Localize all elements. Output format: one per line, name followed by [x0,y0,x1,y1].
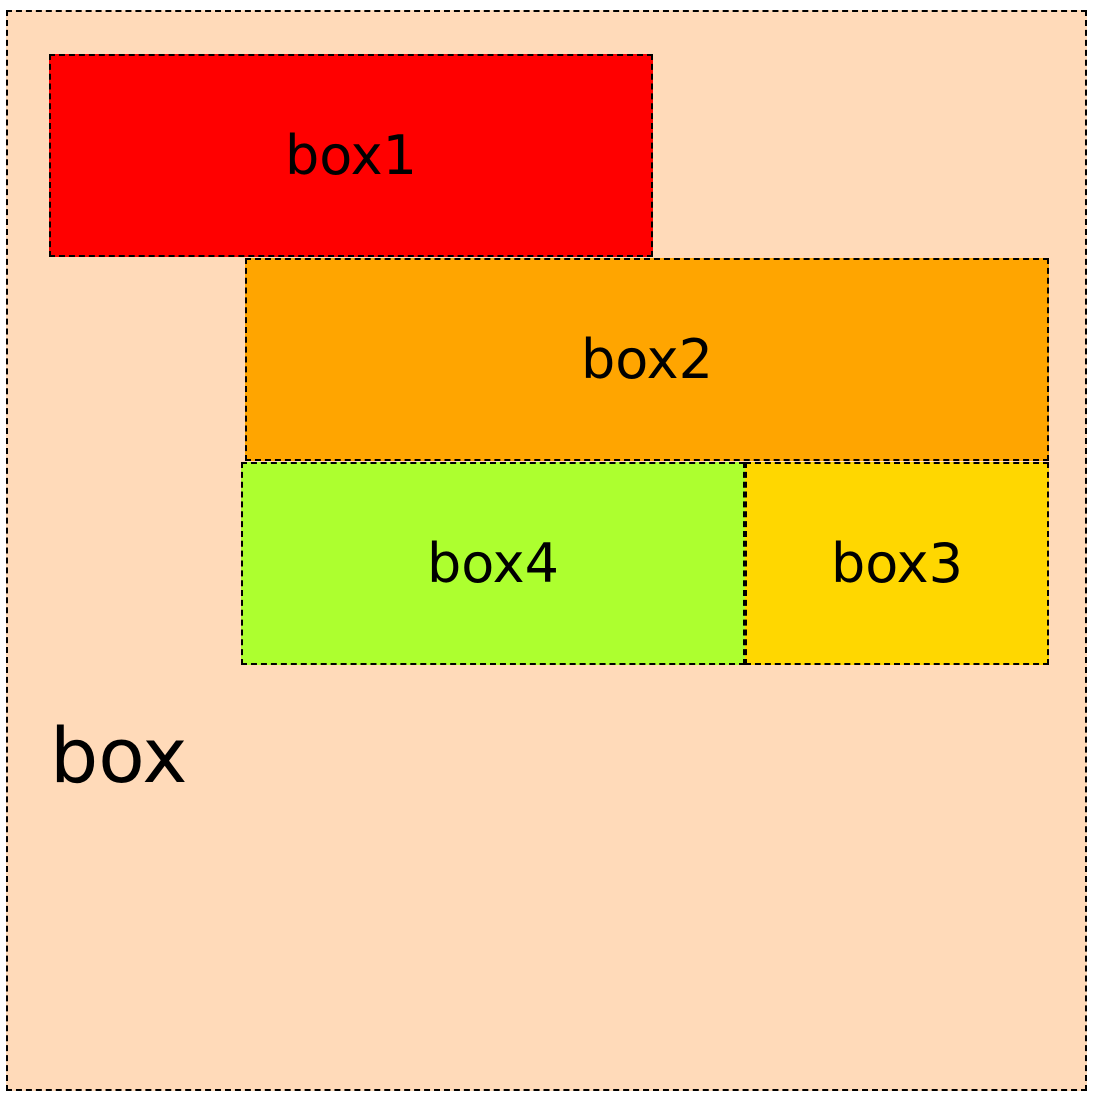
box1: box1 [49,54,653,257]
box3-label: box3 [831,532,963,595]
box2-label: box2 [581,328,713,391]
box4-label: box4 [427,532,559,595]
container-box: box1 box2 box4 box3 box [6,10,1087,1091]
box4: box4 [241,462,745,665]
box3: box3 [745,462,1049,665]
box1-label: box1 [285,124,417,187]
box2: box2 [245,258,1049,461]
container-label: box [50,711,188,800]
